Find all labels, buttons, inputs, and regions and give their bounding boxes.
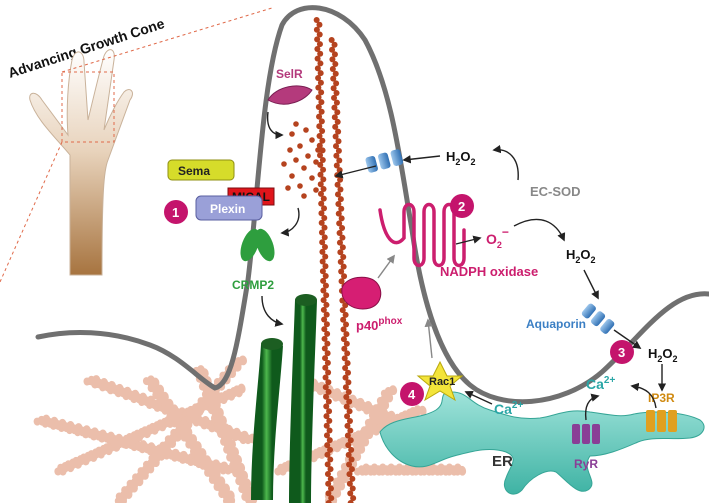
actin-mesh — [33, 354, 467, 503]
svg-text:1: 1 — [172, 205, 179, 220]
loose-actin-beads — [281, 121, 321, 199]
actin-bead — [297, 183, 303, 189]
step-badge-3: 3 — [610, 340, 634, 364]
growth-cone-silhouette — [29, 49, 133, 276]
aquaporin-channel-top — [365, 149, 404, 173]
sema-protein — [167, 159, 235, 181]
svg-text:4: 4 — [408, 387, 416, 402]
ec-sod-label: EC-SOD — [530, 184, 581, 199]
actin-bead — [289, 131, 295, 137]
ip3r-channel: IP3R — [646, 391, 677, 432]
microtubule-end — [261, 338, 283, 350]
p40phox-label: p40phox — [356, 316, 403, 333]
ryr-channel: RyR — [572, 424, 600, 471]
actin-bead — [313, 187, 319, 193]
actin-bead — [285, 185, 291, 191]
actin-filament — [313, 17, 335, 503]
crmp2-label: CRMP2 — [232, 278, 274, 292]
arrow-selr-to-actin — [266, 111, 284, 140]
plexin-protein — [195, 195, 263, 221]
endoplasmic-reticulum — [379, 391, 705, 495]
inset-title: Advancing Growth Cone — [6, 15, 166, 81]
ip3r-label: IP3R — [648, 391, 675, 405]
svg-text:3: 3 — [618, 345, 625, 360]
aquaporin-label: Aquaporin — [526, 317, 586, 331]
svg-text:2: 2 — [458, 199, 465, 214]
arrow-ip3r-to-calcium — [630, 382, 657, 409]
actin-bead — [293, 121, 299, 127]
microtubule — [289, 299, 317, 503]
crmp2-protein: CRMP2 — [232, 228, 275, 292]
step-badge-2: 2 — [450, 194, 474, 218]
actin-mesh-filament — [142, 374, 236, 503]
selr-label: SelR — [276, 67, 303, 81]
calcium-cytosol-label: Ca2+ — [586, 375, 615, 392]
h2o2-extracellular-label: H2O2 — [566, 247, 596, 265]
arrow-nadph-to-superoxide — [455, 235, 482, 245]
actin-bead — [297, 143, 303, 149]
microtubule-end — [295, 294, 317, 306]
actin-bead — [289, 173, 295, 179]
h2o2-top-label: H2O2 — [446, 149, 476, 167]
zoom-line-bottom — [0, 141, 63, 283]
microtubules — [251, 294, 317, 503]
actin-bead — [303, 127, 309, 133]
rac1-label: Rac1 — [429, 376, 455, 388]
nadph-oxidase-label: NADPH oxidase — [440, 264, 538, 279]
plasma-membrane — [35, 5, 709, 405]
actin-bead — [313, 159, 319, 165]
microtubule — [251, 344, 283, 501]
p40phox-protein: p40phox — [341, 276, 403, 333]
arrow-superoxide-to-h2o2-extracellular — [513, 218, 566, 242]
arrow-calcium-to-rac1 — [464, 391, 493, 405]
arrow-h2o2-to-aquaporin — [402, 155, 441, 164]
calcium-er-label: Ca2+ — [494, 400, 523, 417]
aquaporin-channel — [581, 303, 615, 334]
step-badge-1: 1 — [164, 200, 188, 224]
actin-bead — [281, 161, 287, 167]
actin-mesh-filament — [324, 384, 398, 503]
plexin-label: Plexin — [210, 202, 245, 216]
sema-plexin-mical-complex: Sema MICAL Plexin — [167, 159, 275, 221]
ryr-label: RyR — [574, 457, 598, 471]
actin-bead — [293, 157, 299, 163]
arrow-crmp2-to-microtubule — [261, 295, 284, 327]
h2o2-intracellular-label: H2O2 — [648, 346, 678, 364]
actin-bead — [301, 165, 307, 171]
actin-filament — [328, 37, 357, 503]
actin-mesh-filament — [353, 462, 467, 478]
arrow-aquaporin-to-h2o2-intracellular — [613, 329, 642, 349]
arrow-p40phox-to-nadph — [377, 254, 395, 279]
arrow-ryr-to-calcium — [584, 393, 600, 421]
actin-bead — [309, 137, 315, 143]
nadph-oxidase-protein — [378, 202, 466, 268]
actin-bead — [287, 147, 293, 153]
arrow-actin-to-mical — [280, 207, 300, 237]
growth-cone-inset: Advancing Growth Cone — [0, 7, 273, 283]
arrow-rac1-to-nadph — [424, 318, 433, 359]
arrow-h2o2-to-aquaporin-right — [583, 269, 599, 300]
arrow-aquaporin-to-actin — [334, 165, 377, 179]
actin-bead — [305, 153, 311, 159]
er-label: ER — [492, 453, 513, 470]
zoom-line-top — [61, 7, 273, 73]
arrow-superoxide-to-h2o2 — [492, 144, 519, 181]
actin-bead — [309, 175, 315, 181]
sema-label: Sema — [178, 164, 210, 178]
selr-protein: SelR — [267, 67, 313, 105]
superoxide-label: O2− — [486, 225, 509, 250]
actin-filaments — [313, 17, 357, 503]
inset-zoom-box — [61, 71, 115, 143]
actin-bead — [315, 147, 321, 153]
rac1-protein: Rac1 — [416, 360, 464, 402]
step-badge-4: 4 — [400, 382, 424, 406]
actin-bead — [301, 193, 307, 199]
